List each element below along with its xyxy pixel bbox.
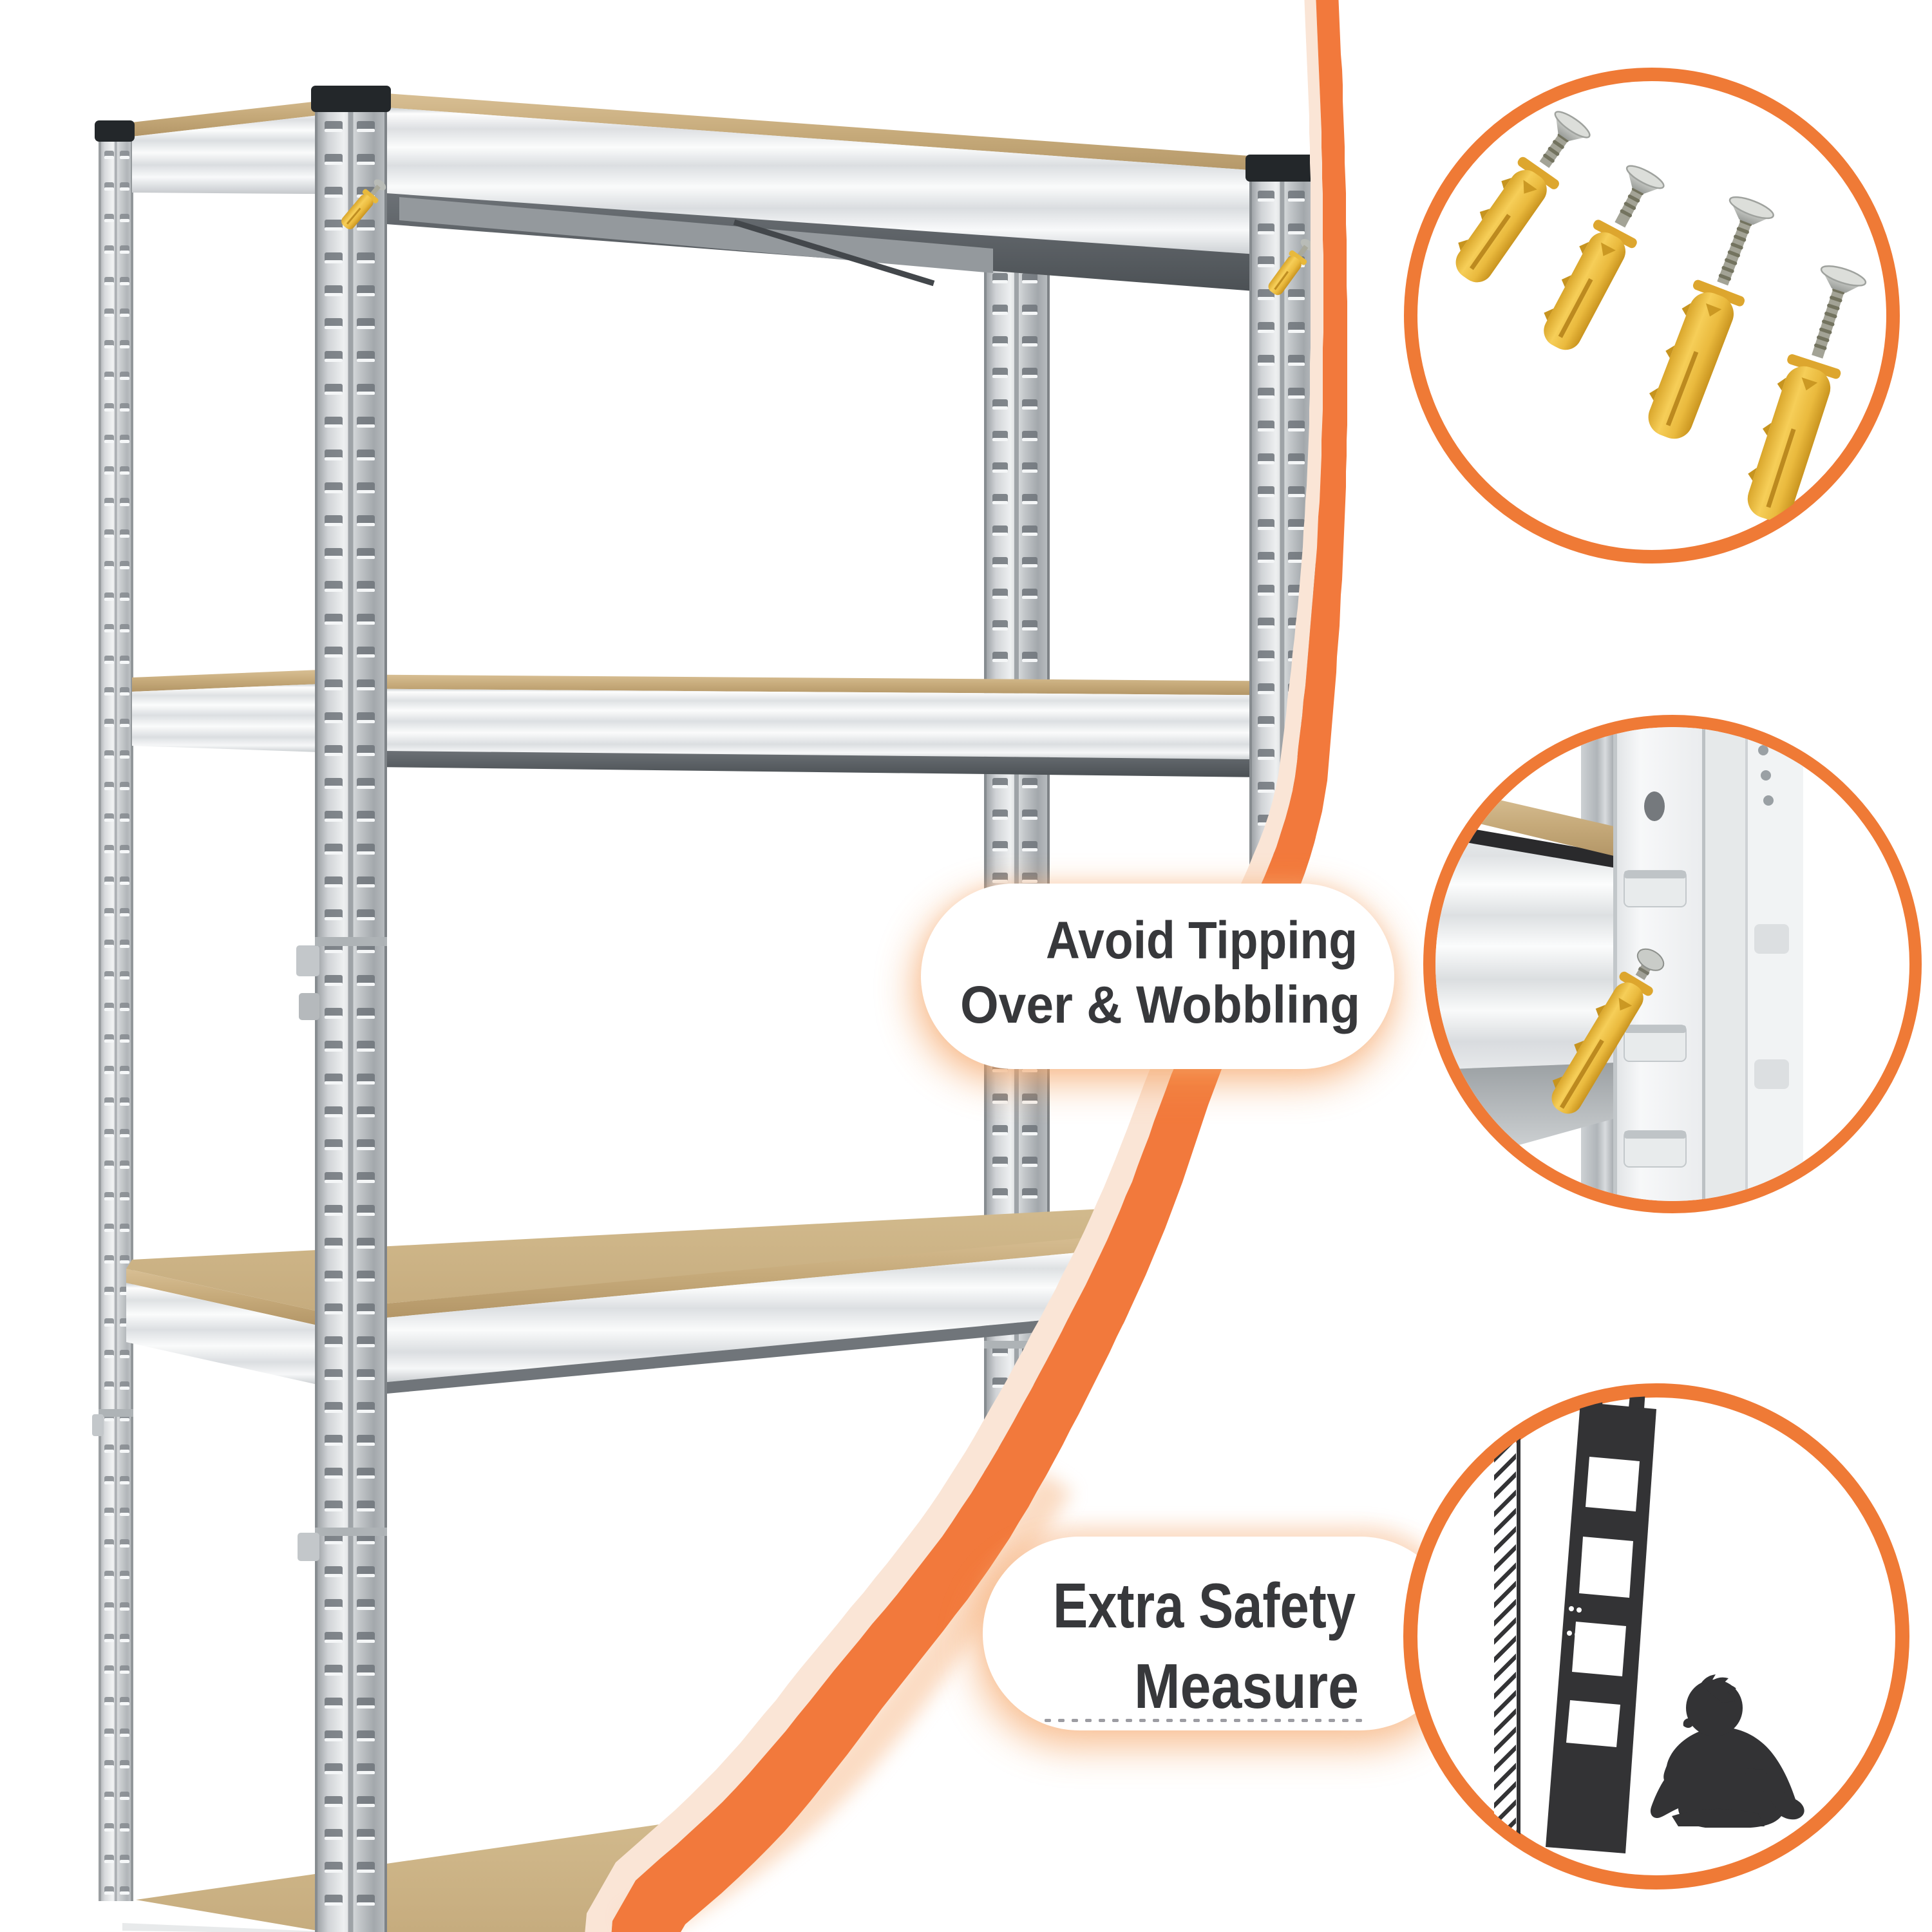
svg-text:Avoid Tipping: Avoid Tipping xyxy=(1046,911,1358,970)
svg-text:Extra Safety: Extra Safety xyxy=(1053,1570,1356,1641)
svg-text:Over & Wobbling: Over & Wobbling xyxy=(960,976,1360,1034)
svg-text:Measure: Measure xyxy=(1134,1651,1359,1721)
